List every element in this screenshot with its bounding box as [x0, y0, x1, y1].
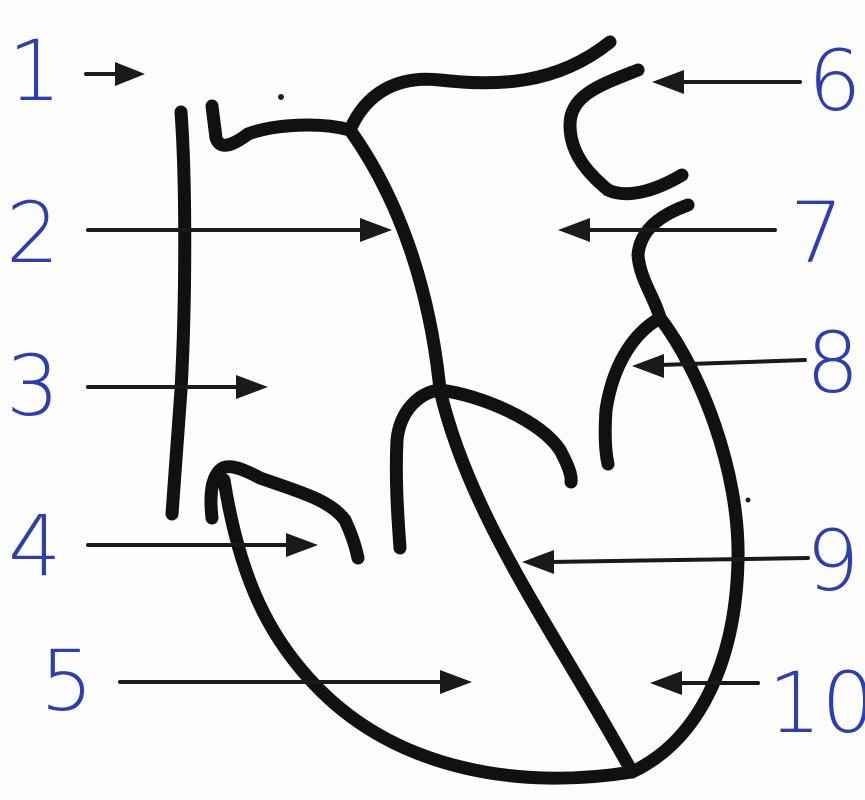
left-atrium-inner-wall [605, 318, 660, 464]
arrow-4 [88, 533, 318, 557]
right-atrium-top-hook [212, 106, 350, 145]
right-av-valve-leaflet [396, 390, 440, 548]
arrow-5 [120, 670, 472, 694]
label-4: 4 [8, 497, 61, 595]
label-9: 9 [806, 512, 859, 610]
label-2: 2 [6, 184, 59, 282]
label-1: 1 [8, 22, 61, 120]
label-6: 6 [808, 32, 861, 130]
heart-outline [172, 42, 738, 778]
arrow-6 [652, 70, 800, 94]
label-10: 10 [768, 654, 865, 752]
arrow-2 [88, 218, 392, 242]
arrow-8 [632, 354, 805, 378]
left-ventricle-wall [632, 318, 738, 772]
vena-cava-line [172, 112, 185, 514]
arrow-1 [86, 62, 145, 86]
label-5: 5 [40, 632, 93, 730]
atrial-septum [350, 130, 440, 390]
paper-speck [278, 94, 284, 100]
label-8: 8 [806, 314, 859, 412]
arrow-9 [522, 550, 808, 574]
pulmonary-artery [570, 70, 682, 194]
label-3: 3 [6, 337, 59, 435]
pulmonary-vein [638, 205, 688, 318]
paper-speck [746, 498, 751, 503]
right-ventricle-wall [224, 480, 632, 778]
label-7: 7 [790, 184, 843, 282]
